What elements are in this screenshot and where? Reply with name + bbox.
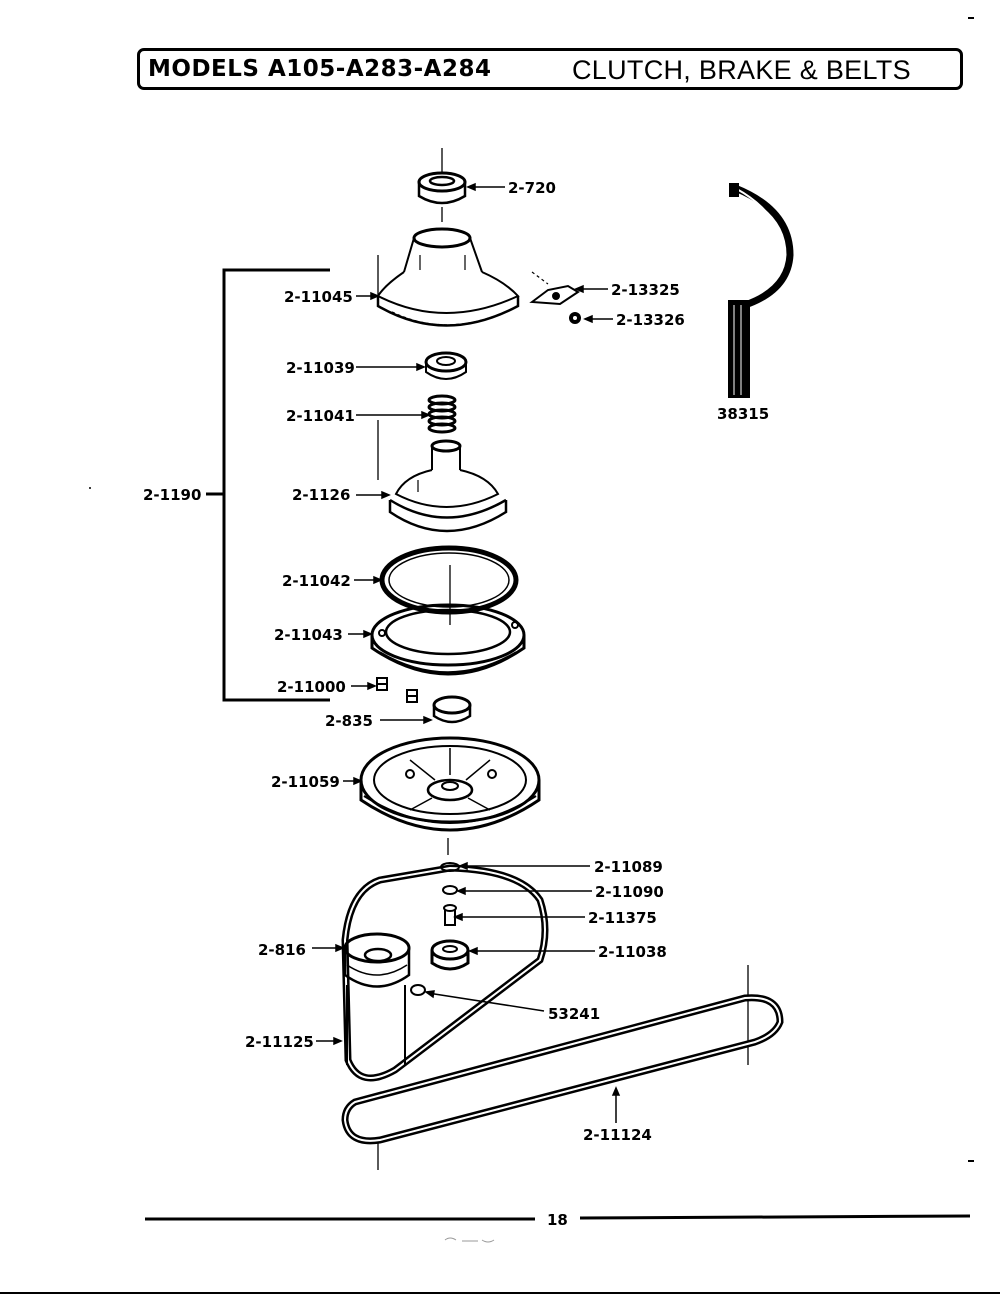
setscrew-53241 <box>410 984 426 996</box>
belt-2-11124 <box>341 994 784 1145</box>
label-2-720: 2-720 <box>508 179 556 197</box>
bearing-2-11038 <box>430 939 470 971</box>
clutch-hub-2-1126 <box>388 439 508 533</box>
models-title: MODELS A105-A283-A284 <box>148 56 492 82</box>
washer-2-11089 <box>440 862 460 872</box>
screw-2-13326 <box>569 312 581 324</box>
label-2-1126: 2-1126 <box>292 486 350 504</box>
seal-ring-2-11042 <box>379 545 519 615</box>
label-2-11038: 2-11038 <box>598 943 667 961</box>
footer-rule <box>145 1214 971 1221</box>
label-2-11042: 2-11042 <box>282 572 351 590</box>
center-axis <box>377 148 749 1170</box>
belt-2-11125 <box>341 864 549 1082</box>
bolt-2-11375 <box>443 904 457 926</box>
label-2-11124: 2-11124 <box>583 1126 652 1144</box>
label-2-11125: 2-11125 <box>245 1033 314 1051</box>
label-2-11043: 2-11043 <box>274 626 343 644</box>
label-2-11090: 2-11090 <box>595 883 664 901</box>
label-2-11089: 2-11089 <box>594 858 663 876</box>
brake-ring-2-11043 <box>370 603 526 676</box>
assembly-bracket-2-1190 <box>206 268 330 702</box>
label-53241: 53241 <box>548 1005 600 1023</box>
label-38315: 38315 <box>717 405 769 423</box>
motor-pulley-2-816 <box>343 932 411 1065</box>
label-2-11059: 2-11059 <box>271 773 340 791</box>
faint-mark <box>444 1237 495 1243</box>
label-2-13326: 2-13326 <box>616 311 685 329</box>
spring-2-11041 <box>427 394 457 434</box>
label-2-835: 2-835 <box>325 712 373 730</box>
washer-2-11090 <box>442 885 458 895</box>
label-2-11000: 2-11000 <box>277 678 346 696</box>
leader-lines <box>312 182 621 1123</box>
label-2-11375: 2-11375 <box>588 909 657 927</box>
label-2-13325: 2-13325 <box>611 281 680 299</box>
screws-2-11000 <box>376 677 418 703</box>
header-frame <box>137 48 963 90</box>
label-2-816: 2-816 <box>258 941 306 959</box>
label-2-1190: 2-1190 <box>143 486 201 504</box>
label-2-11045: 2-11045 <box>284 288 353 306</box>
section-title: CLUTCH, BRAKE & BELTS <box>572 55 911 85</box>
pulley-2-11059 <box>359 736 541 832</box>
housing-2-11045 <box>376 227 520 327</box>
bushing-2-11039 <box>424 351 468 380</box>
brake-strap-38315 <box>728 183 794 398</box>
bearing-2-720 <box>417 171 467 205</box>
page-number: 18 <box>547 1211 568 1229</box>
nut-2-835 <box>432 695 472 724</box>
label-2-11041: 2-11041 <box>286 407 355 425</box>
bracket-2-13325 <box>529 271 580 306</box>
label-2-11039: 2-11039 <box>286 359 355 377</box>
